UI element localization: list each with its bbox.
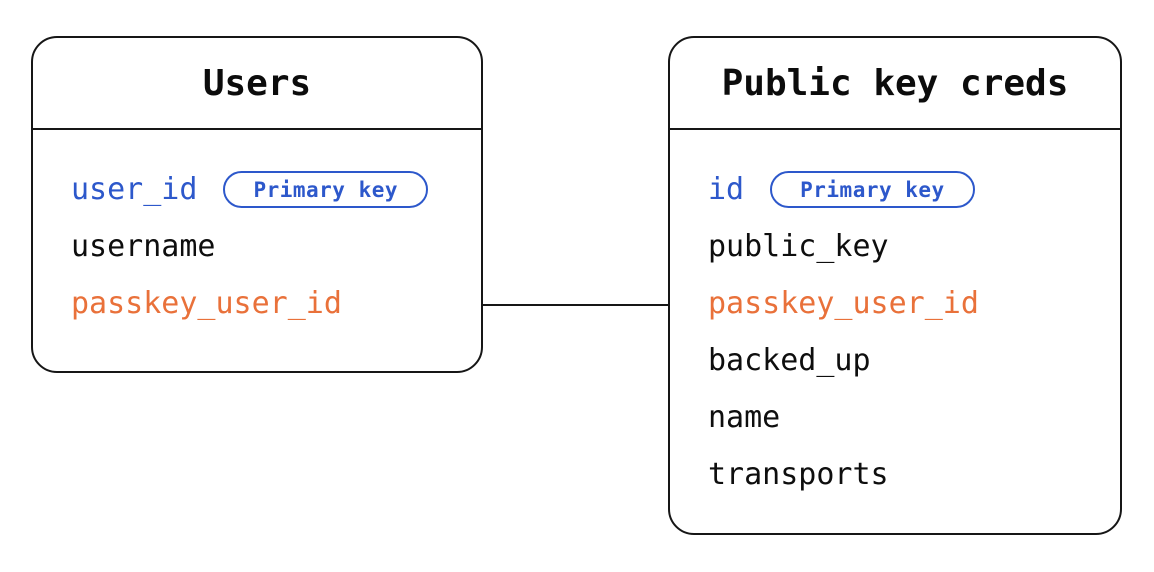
field-row-user_id[interactable]: user_id Primary key	[71, 161, 481, 218]
table-title-public-key-creds: Public key creds	[670, 38, 1120, 130]
field-row-backed_up[interactable]: backed_up	[708, 332, 1120, 389]
field-name: user_id	[71, 172, 198, 207]
table-title-users: Users	[33, 38, 481, 130]
table-public-key-creds[interactable]: Public key creds id Primary key public_key…	[668, 36, 1122, 535]
field-name: transports	[708, 457, 889, 492]
field-row-public_key[interactable]: public_key	[708, 218, 1120, 275]
field-name: username	[71, 229, 216, 264]
field-row-name[interactable]: name	[708, 389, 1120, 446]
field-row-passkey_user_id[interactable]: passkey_user_id	[71, 275, 481, 332]
field-row-username[interactable]: username	[71, 218, 481, 275]
field-name: passkey_user_id	[71, 286, 342, 321]
field-row-passkey_user_id[interactable]: passkey_user_id	[708, 275, 1120, 332]
relationship-line	[482, 304, 668, 306]
primary-key-badge: Primary key	[770, 171, 975, 208]
field-name: public_key	[708, 229, 889, 264]
field-name: backed_up	[708, 343, 871, 378]
field-name: id	[708, 172, 745, 207]
field-name: passkey_user_id	[708, 286, 979, 321]
field-row-transports[interactable]: transports	[708, 446, 1120, 503]
field-name: name	[708, 400, 781, 435]
primary-key-badge: Primary key	[223, 171, 429, 208]
field-row-id[interactable]: id Primary key	[708, 161, 1120, 218]
